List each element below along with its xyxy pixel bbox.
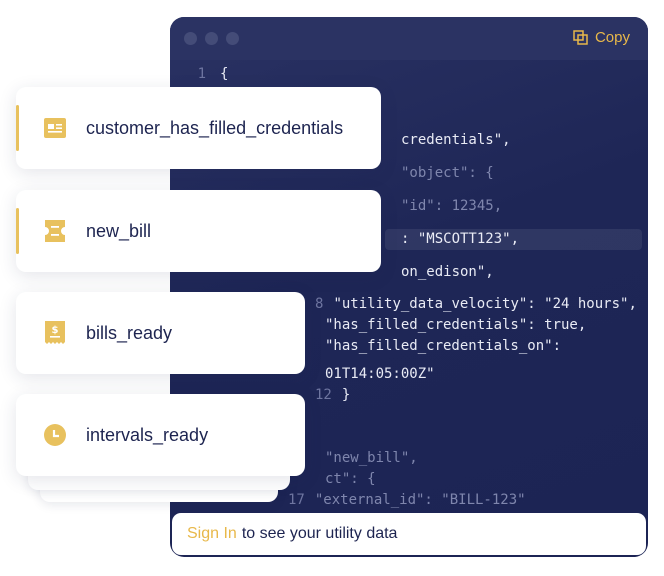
copy-label: Copy: [594, 29, 630, 46]
code-text: : "MSCOTT123",: [401, 231, 520, 247]
clock-icon: [44, 424, 66, 446]
active-indicator: [16, 105, 19, 151]
code-text: "external_id": "BILL-123": [314, 492, 526, 508]
event-card-customer-has-filled-credentials[interactable]: customer_has_filled_credentials: [16, 87, 381, 169]
code-text: }: [341, 387, 351, 403]
event-label: intervals_ready: [86, 424, 209, 445]
line-number: 12: [315, 387, 332, 403]
active-indicator: [16, 208, 19, 254]
code-text: "has_filled_credentials_on":: [325, 338, 562, 354]
code-text: "id": 12345,: [401, 198, 503, 214]
signin-text: to see your utility data: [241, 525, 398, 542]
event-card-new-bill[interactable]: new_bill: [16, 190, 381, 272]
code-line: "object": {: [391, 163, 648, 184]
window-dot: [184, 32, 197, 45]
code-line: 12 }: [315, 385, 648, 406]
code-text: "has_filled_credentials": true,: [325, 317, 587, 333]
signin-link[interactable]: Sign In: [187, 525, 237, 542]
code-line: "new_bill",: [315, 448, 648, 469]
copy-button[interactable]: Copy: [573, 29, 630, 46]
code-line: [391, 97, 648, 118]
code-line: [315, 427, 648, 448]
code-line: "has_filled_credentials": true,: [315, 315, 648, 336]
code-line: "has_filled_credentials_on":: [315, 336, 648, 357]
receipt-dollar-icon: $: [44, 321, 66, 344]
line-number: 8: [315, 296, 324, 312]
window-titlebar: Copy: [170, 17, 648, 60]
event-card-intervals-ready[interactable]: intervals_ready: [16, 394, 305, 476]
code-line: 1{: [170, 64, 648, 85]
svg-text:$: $: [52, 325, 59, 336]
event-card-bills-ready[interactable]: $ bills_ready: [16, 292, 305, 374]
event-label: bills_ready: [86, 322, 173, 343]
code-line: credentials",: [391, 130, 648, 151]
copy-icon: [573, 29, 588, 45]
ticket-icon: [44, 220, 66, 242]
code-line: 17 "external_id": "BILL-123": [288, 490, 648, 511]
code-text: "utility_data_velocity": "24 hours",: [333, 296, 637, 312]
code-text: ct": {: [325, 471, 376, 487]
code-text: credentials",: [401, 132, 511, 148]
line-number: 1: [197, 66, 206, 82]
event-label: customer_has_filled_credentials: [86, 117, 344, 138]
code-line: : "MSCOTT123",: [385, 229, 648, 250]
window-dot: [205, 32, 218, 45]
code-text: 01T14:05:00Z": [325, 366, 435, 382]
code-line: [315, 406, 648, 427]
line-number: 17: [288, 492, 305, 508]
code-text: "new_bill",: [325, 450, 418, 466]
code-text: {: [220, 66, 229, 82]
event-label: new_bill: [86, 220, 152, 241]
code-line: 01T14:05:00Z": [315, 364, 648, 385]
code-block: 1{ credentials", "object": { "id": 12345…: [170, 60, 648, 557]
code-line: ct": {: [315, 469, 648, 490]
code-text: "object": {: [401, 165, 494, 181]
id-card-icon: [44, 117, 66, 139]
code-text: on_edison",: [401, 264, 494, 280]
code-line: 8 "utility_data_velocity": "24 hours",: [315, 294, 648, 315]
window-dot: [226, 32, 239, 45]
code-line: on_edison",: [391, 262, 648, 283]
highlighted-line: [385, 229, 642, 250]
code-line: "id": 12345,: [391, 196, 648, 217]
signin-banner: Sign In to see your utility data: [172, 513, 646, 555]
